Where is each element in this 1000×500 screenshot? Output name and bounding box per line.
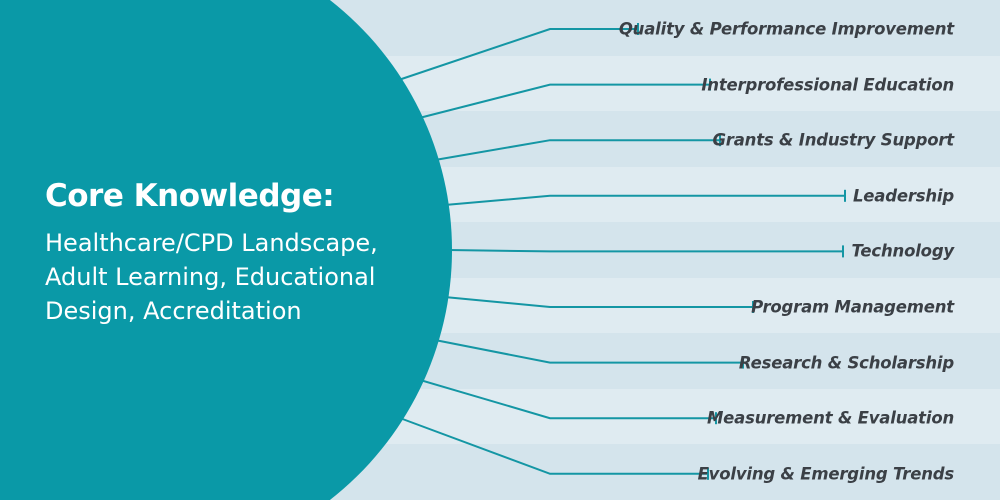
core-circle <box>0 0 453 500</box>
branch-label: Evolving & Emerging Trends <box>697 464 955 484</box>
branch-label: Technology <box>851 241 955 261</box>
core-title: Core Knowledge: <box>45 178 335 214</box>
branch-label: Leadership <box>852 186 954 206</box>
branch-label: Interprofessional Education <box>701 75 954 95</box>
branch-connector-line <box>434 139 720 161</box>
branch-label: Measurement & Evaluation <box>706 408 954 428</box>
core-subtitle: Healthcare/CPD Landscape, Adult Learning… <box>45 229 378 325</box>
branch-connector-line <box>444 194 845 206</box>
branch-label: Grants & Industry Support <box>712 130 954 150</box>
branch-connector-line <box>418 83 710 119</box>
branch-connector-line <box>444 296 753 308</box>
branch-label: Research & Scholarship <box>738 353 954 373</box>
core-knowledge-block: Core Knowledge: Healthcare/CPD Landscape… <box>45 178 425 328</box>
branch-connector-line <box>434 339 743 364</box>
branch-connector-line <box>399 417 708 475</box>
branch-connector-line <box>419 379 716 420</box>
branch-label: Quality & Performance Improvement <box>618 19 954 39</box>
branch-connector-line <box>447 249 843 253</box>
branch-label: Program Management <box>751 297 954 317</box>
branch-connector-line <box>398 28 638 81</box>
